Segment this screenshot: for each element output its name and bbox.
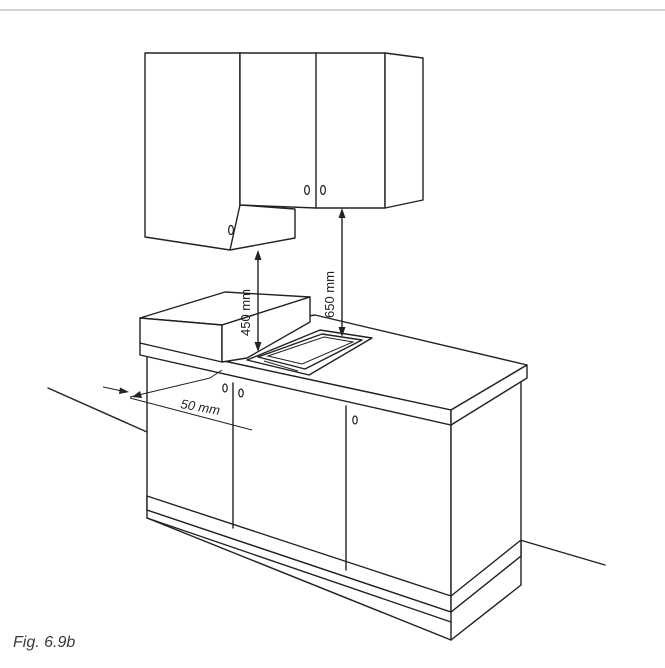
wall-cabinets — [144, 52, 424, 251]
figure-caption: Fig. 6.9b — [13, 634, 76, 651]
dimension-label-50: 50 mm — [179, 396, 221, 418]
base-cabinet-knobs — [222, 383, 358, 425]
base-cabinet — [146, 354, 522, 641]
knob — [352, 415, 358, 425]
hob — [246, 329, 373, 376]
knob — [228, 224, 235, 236]
knob — [238, 388, 244, 398]
knob — [320, 184, 327, 196]
floor-lines — [47, 387, 606, 566]
dimension-label-450: 450 mm — [238, 289, 253, 336]
dimension-side-gap: 50 mm — [102, 369, 253, 431]
dimension-left-clearance: 450 mm — [238, 250, 262, 352]
dimension-label-650: 650 mm — [322, 271, 337, 318]
top-rule — [0, 9, 665, 11]
knob — [304, 184, 311, 196]
dimension-right-clearance: 650 mm — [322, 208, 346, 337]
knob — [222, 383, 228, 393]
side-unit — [139, 291, 311, 363]
wall-cabinet-knobs — [228, 184, 327, 236]
